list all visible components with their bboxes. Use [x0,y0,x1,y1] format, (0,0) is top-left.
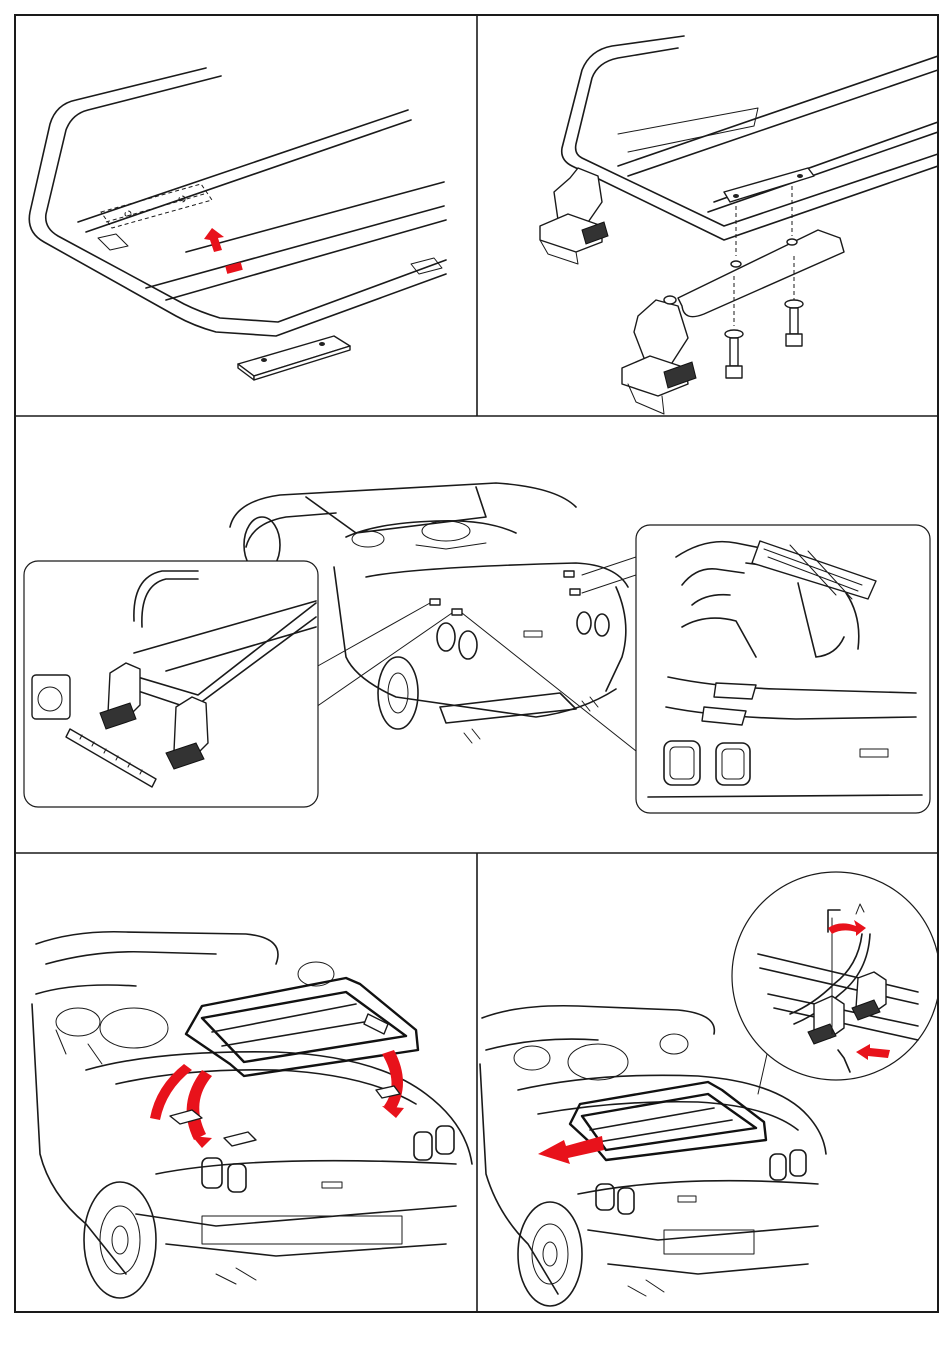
mounting-plate-top [724,168,814,202]
mounting-arm-right [622,230,844,414]
rack-frame [29,68,446,336]
wind-deflector-rack [186,978,418,1076]
step-3-panel [16,417,937,852]
step-1-panel [16,16,476,415]
step-5-panel [478,854,937,1311]
mounting-foot-left [540,168,608,264]
step-3-illustration [16,417,937,852]
step-2-illustration [478,16,937,415]
push-arrow-red [538,1136,604,1164]
step-2-panel [478,16,937,415]
car-rear-view [32,932,472,1298]
step-5-illustration [478,854,937,1311]
mounting-plate [238,336,350,380]
callout-lines [316,557,636,751]
detail-bubble-adhesive [636,525,930,813]
detail-bubble-lock-key [732,872,937,1080]
rack-frame [562,36,937,240]
step-1-illustration [16,16,476,415]
detail-bubble-measure [24,561,318,807]
step-4-illustration [16,854,476,1311]
step-4-panel [16,854,476,1311]
